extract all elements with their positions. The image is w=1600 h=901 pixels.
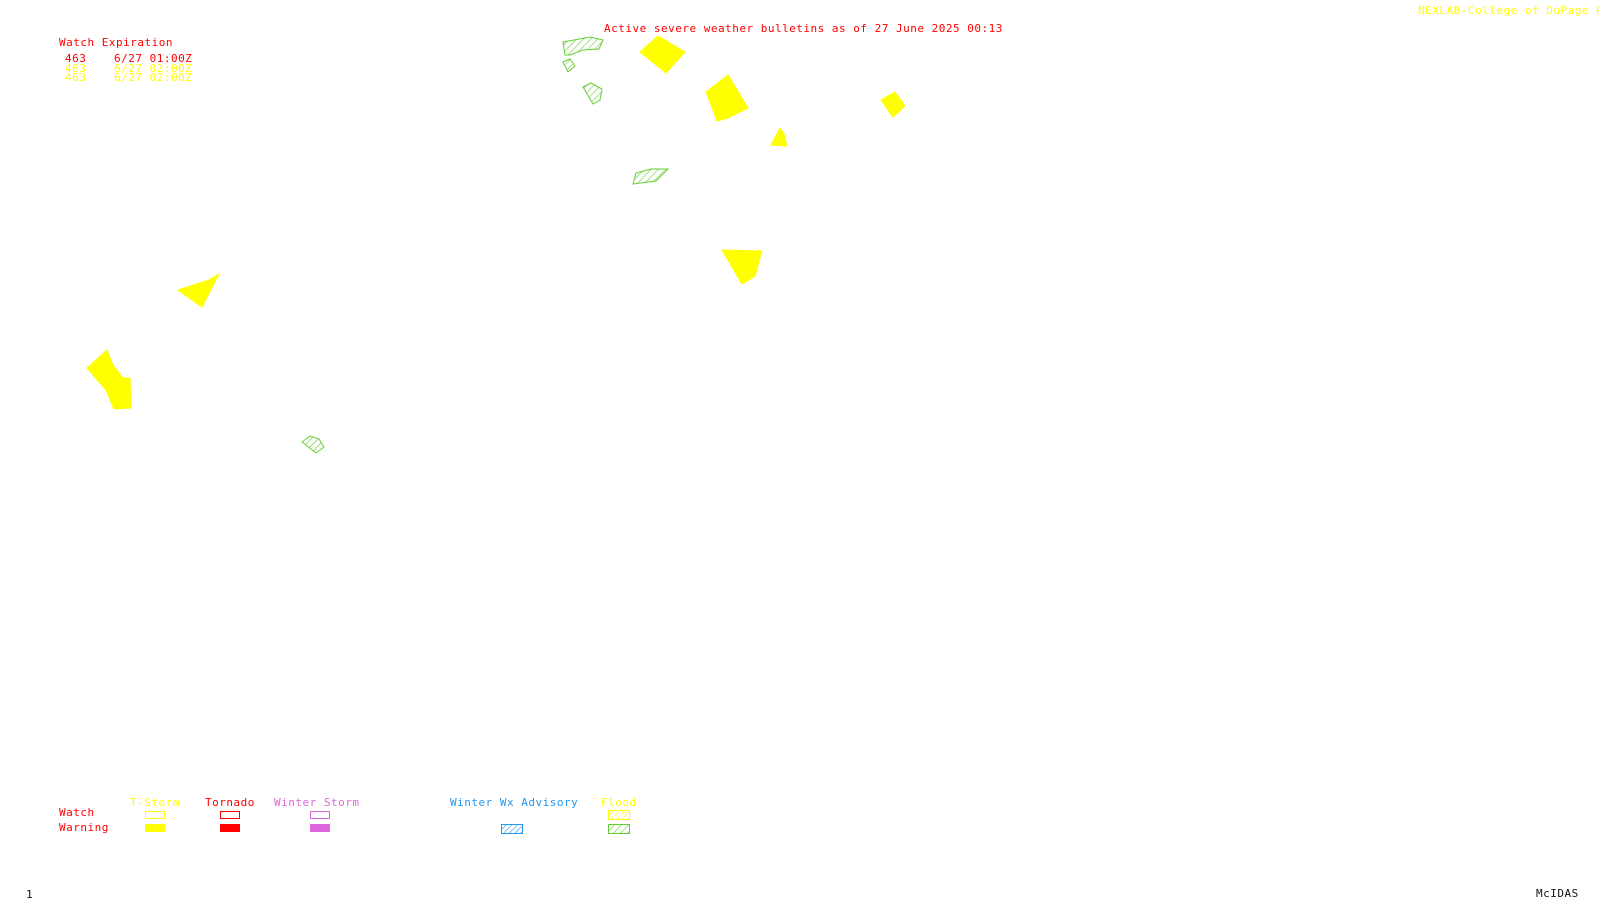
watch-number: 463 (65, 52, 87, 65)
tstorm-warning-polygon (639, 35, 686, 74)
flood-warning-polygon (582, 82, 603, 105)
legend-winter-storm-watch-swatch (310, 811, 330, 819)
tstorm-warnings (86, 35, 906, 410)
tstorm-warning-polygon (705, 74, 749, 122)
legend-flood-watch-swatch (608, 810, 630, 820)
legend-category-label: Tornado (205, 796, 255, 809)
source-credit: NEXLAB-College of DuPage R (1418, 4, 1600, 17)
legend-warning-label: Warning (59, 821, 109, 834)
watch-expiration-time: 6/27 01:00Z (114, 52, 193, 65)
tstorm-warning-polygon (86, 349, 132, 410)
legend-category-label: Winter Wx Advisory (450, 796, 579, 809)
legend-winter-storm-warning-swatch (310, 824, 330, 832)
watch-expiration-heading: Watch Expiration (59, 36, 173, 49)
legend-category-label: Winter Storm (274, 796, 360, 809)
legend-flood-warning-swatch (608, 824, 630, 834)
frame-number: 1 (26, 888, 34, 901)
tstorm-warning-polygon (176, 272, 221, 308)
flood-warning-polygon (632, 168, 670, 185)
legend-tornado-watch-swatch (220, 811, 240, 819)
tstorm-warning-polygon (880, 91, 906, 118)
watch-number: 463 (65, 61, 87, 75)
tstorm-warning-polygon (721, 249, 763, 285)
legend-category-label: Flood (601, 796, 637, 809)
watch-number: 463 (65, 71, 87, 84)
watch-expiration-time: 6/27 02:00Z (114, 71, 193, 84)
flood-warning-polygon (562, 36, 604, 56)
legend-winter-advisory-swatch (501, 824, 523, 834)
flood-warnings (301, 36, 670, 454)
page-title: Active severe weather bulletins as of 27… (604, 22, 1003, 35)
tstorm-warning-polygon (770, 127, 788, 147)
flood-warning-polygon (562, 58, 576, 73)
legend-tstorm-watch-swatch (145, 811, 165, 819)
software-label: McIDAS (1536, 887, 1579, 900)
legend-watch-label: Watch (59, 806, 95, 819)
watch-expiration-time: 6/27 02:00Z (114, 61, 193, 75)
legend-category-label: T-Storm (130, 796, 180, 809)
flood-warning-polygon (301, 435, 325, 454)
legend-tstorm-warning-swatch (145, 824, 165, 832)
legend-tornado-warning-swatch (220, 824, 240, 832)
